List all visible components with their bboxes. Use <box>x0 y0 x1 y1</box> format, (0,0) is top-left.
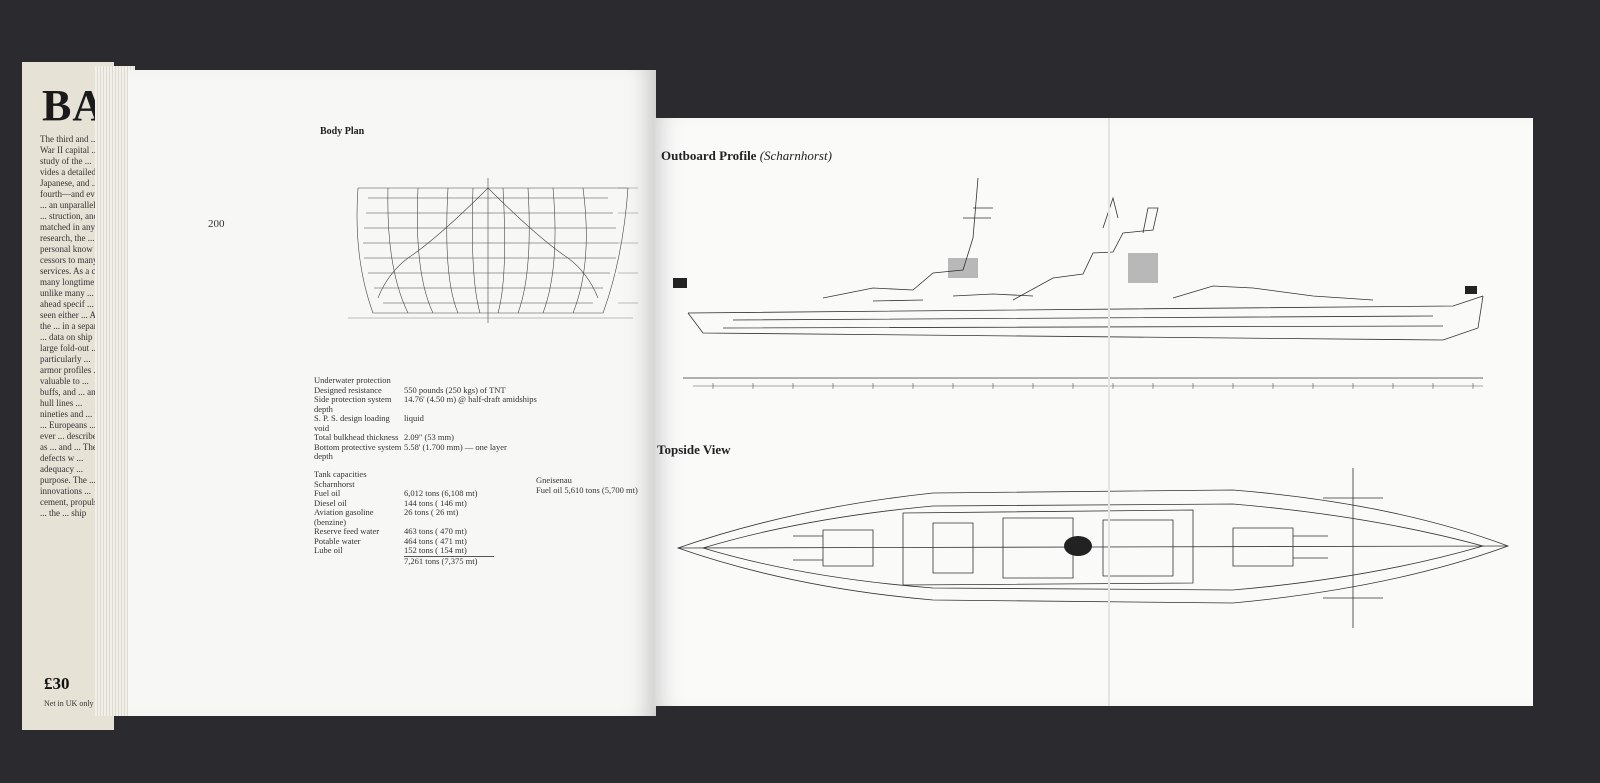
tank-row: Aviation gasoline (benzine) 26 tons ( 26 … <box>314 507 514 527</box>
tank-label: Reserve feed water <box>314 526 380 536</box>
tank-row: Diesel oil 144 tons ( 146 mt) <box>314 497 514 509</box>
outboard-profile-drawing <box>673 178 1484 389</box>
spec-label: Bottom protective system depth <box>314 441 402 461</box>
tank-label: Lube oil <box>314 545 343 555</box>
tank-value: 152 tons ( 154 mt) <box>404 545 467 555</box>
topside-view-drawing <box>676 468 1510 628</box>
spec-label: Side protection system depth <box>314 394 392 414</box>
spec-label: Underwater protection <box>314 375 391 385</box>
spec-row: Designed resistance 550 pounds (250 kgs) … <box>314 384 654 396</box>
tank-value: 464 tons ( 471 mt) <box>404 535 467 546</box>
outboard-profile-heading: Outboard Profile (Scharnhorst) <box>661 148 832 164</box>
spec-value: 550 pounds (250 kgs) of TNT <box>404 384 506 395</box>
tank-label: Potable water <box>314 535 361 546</box>
tank-row: Potable water 464 tons ( 471 mt) <box>314 535 514 547</box>
tank-value: 463 tons ( 470 mt) <box>404 526 467 536</box>
jacket-blurb: The third and ... War II capital ... tin… <box>40 134 110 518</box>
spec-row: S. P. S. design loading void liquid <box>314 413 654 433</box>
spec-row: Underwater protection <box>314 375 654 386</box>
page-number: 200 <box>208 218 225 230</box>
spec-label: Designed resistance <box>314 384 382 395</box>
tank-ship: Scharnhorst <box>314 478 355 489</box>
spec-value: liquid <box>404 413 424 423</box>
tank-label: Aviation gasoline (benzine) <box>314 507 374 527</box>
underwater-protection-specs: Underwater protection Designed resistanc… <box>314 375 654 462</box>
spec-label: S. P. S. design loading void <box>314 413 390 433</box>
topside-view-heading: Topside View <box>657 442 731 457</box>
profile-title: Outboard Profile <box>661 148 757 163</box>
gneisenau-label: Fuel oil <box>536 484 563 495</box>
profile-subtitle: (Scharnhorst) <box>759 148 832 163</box>
jacket-price-note: Net in UK only <box>44 699 94 708</box>
gneisenau-value: 5,610 tons (5,700 mt) <box>564 484 638 495</box>
gneisenau-fuel: Gneisenau Fuel oil 5,610 tons (5,700 mt) <box>536 475 638 495</box>
tank-row: Fuel oil 6,012 tons (6,108 mt) <box>314 488 514 499</box>
gneisenau-name: Gneisenau <box>536 475 572 485</box>
tank-value: 26 tons ( 26 mt) <box>404 507 459 517</box>
tank-total: 7,261 tons (7,375 mt) <box>404 555 494 567</box>
tank-value: 6,012 tons (6,108 mt) <box>404 488 478 498</box>
page-fold <box>1108 118 1110 706</box>
tank-value: 144 tons ( 146 mt) <box>404 497 467 508</box>
tank-capacities: Tank capacities Scharnhorst Fuel oil 6,01… <box>314 469 514 567</box>
spec-value: 5.58' (1.700 mm) — one layer <box>404 441 507 452</box>
spec-label: Total bulkhead thickness <box>314 432 399 442</box>
tank-label: Diesel oil <box>314 497 347 508</box>
spec-row: Total bulkhead thickness 2.09" (53 mm) <box>314 432 654 443</box>
body-plan-title: Body Plan <box>320 126 365 137</box>
tank-row: Reserve feed water 463 tons ( 470 mt) <box>314 526 514 537</box>
jacket-price: £30 <box>44 674 70 693</box>
right-page: Outboard Profile (Scharnhorst) Topside V… <box>653 118 1533 706</box>
left-page: Body Plan 200 Underwater protection Desi… <box>128 70 656 716</box>
tank-title: Tank capacities <box>314 469 367 479</box>
spec-value: 14.76' (4.50 m) @ half-draft amidships <box>404 394 537 404</box>
spec-value: 2.09" (53 mm) <box>404 432 454 442</box>
body-plan-drawing <box>348 178 638 323</box>
tank-row: Lube oil 152 tons ( 154 mt) <box>314 545 514 556</box>
tank-label: Fuel oil <box>314 488 341 498</box>
spec-row: Side protection system depth 14.76' (4.50… <box>314 394 654 414</box>
